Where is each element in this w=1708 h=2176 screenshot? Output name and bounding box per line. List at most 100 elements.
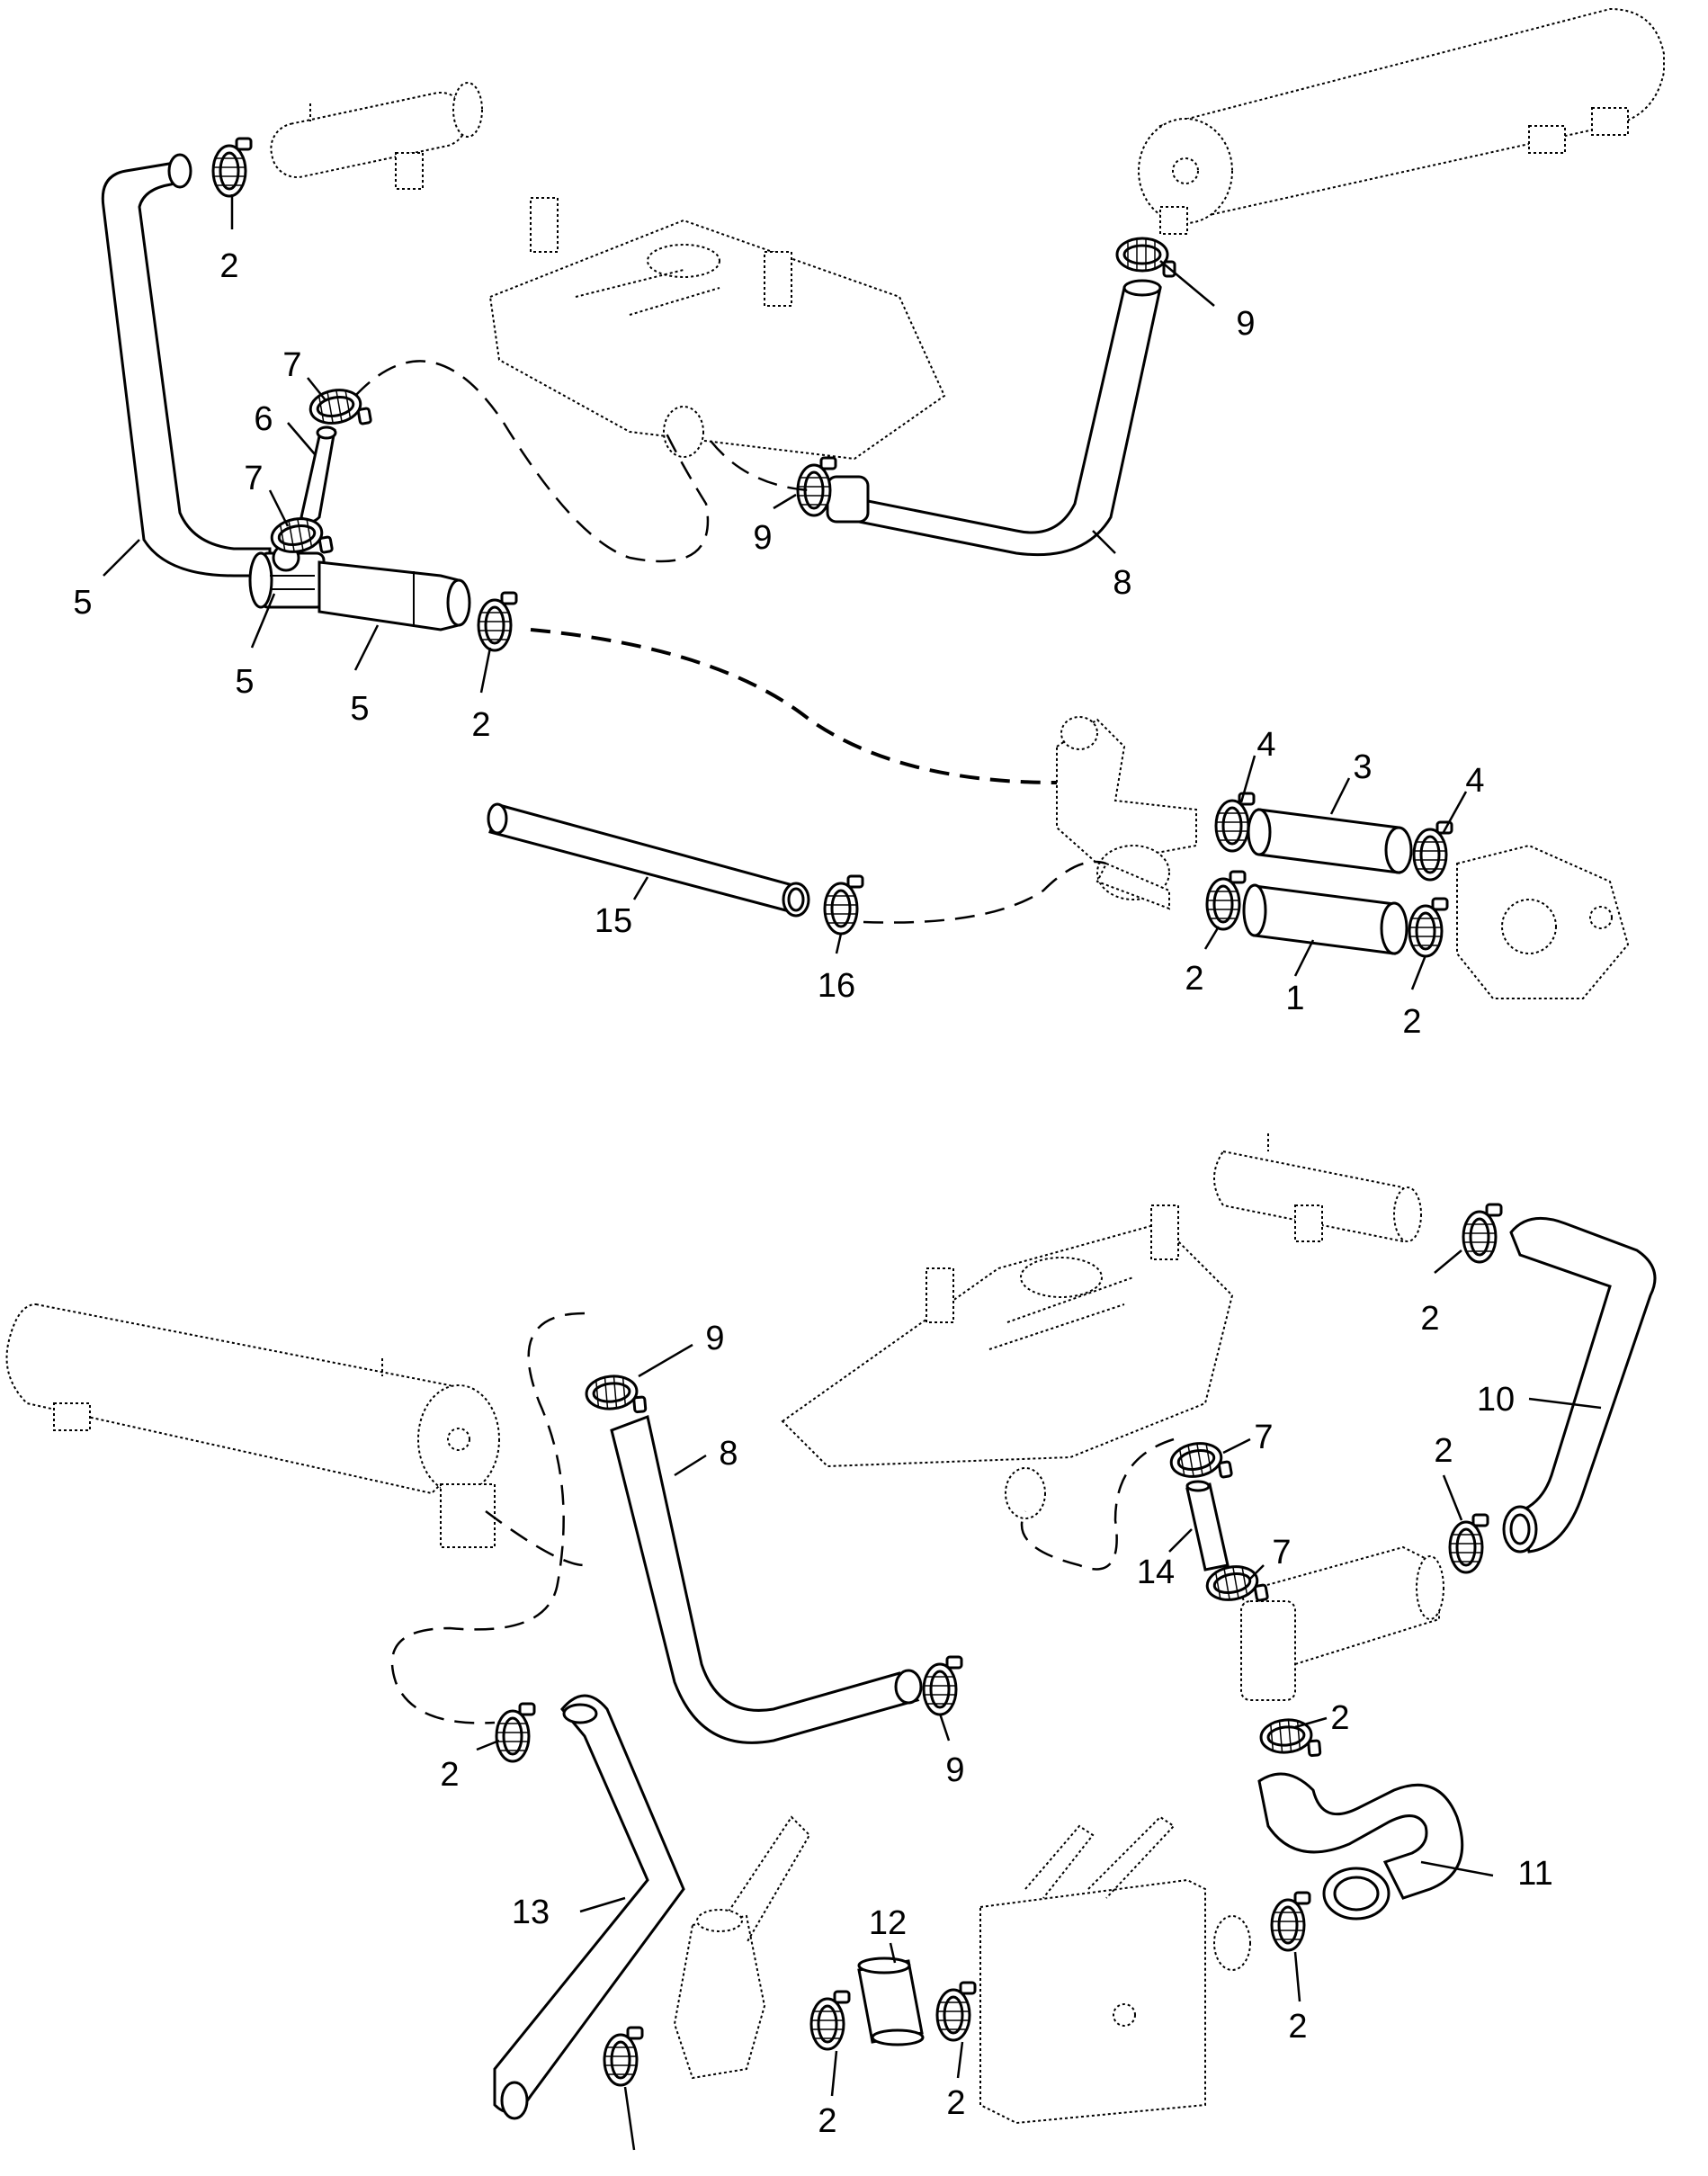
- tube-part-15: [487, 802, 810, 918]
- leader-upper-5b: [250, 593, 276, 649]
- callout-upper-7b: 7: [244, 460, 263, 497]
- leader-upper-9b: [773, 493, 797, 510]
- ghost-heat-exchanger-small-upper: [270, 82, 483, 190]
- callout-lower-2a: 2: [1420, 1300, 1439, 1338]
- callout-lower-7a: 7: [1254, 1419, 1273, 1456]
- callout-upper-16: 16: [818, 967, 855, 1005]
- clamp-lower-2d: [1270, 1891, 1311, 1952]
- leader-lower-10: [1528, 1397, 1602, 1410]
- leader-lower-2h: [956, 2041, 964, 2079]
- leader-upper-7b: [268, 489, 290, 527]
- clamp-upper-4a: [1214, 792, 1256, 853]
- clamp-lower-2e: [495, 1702, 536, 1763]
- clamp-lower-2f: [603, 2026, 644, 2087]
- callout-lower-11: 11: [1517, 1855, 1552, 1893]
- leader-lower-2d: [1293, 1951, 1301, 2002]
- callout-upper-7a: 7: [282, 346, 301, 384]
- tee-fitting-part-5: [248, 543, 326, 609]
- hose-part-13: [493, 1694, 685, 2120]
- callout-lower-10: 10: [1477, 1381, 1515, 1419]
- clamp-upper-2b: [477, 591, 518, 652]
- clamp-lower-9a: [584, 1372, 648, 1418]
- hose-part-11: [1257, 1772, 1464, 1921]
- callout-lower-9a: 9: [705, 1320, 724, 1357]
- callout-lower-7b: 7: [1272, 1534, 1291, 1572]
- leader-upper-5a: [103, 539, 140, 577]
- ghost-exhaust-manifold-lower: [781, 1204, 1234, 1519]
- callout-lower-12: 12: [869, 1904, 907, 1942]
- leader-lower-12: [889, 1942, 897, 1964]
- clamp-upper-4b: [1412, 820, 1453, 882]
- callout-upper-9a: 9: [1236, 305, 1255, 343]
- leader-upper-7a: [307, 377, 326, 401]
- leader-upper-2c: [1203, 926, 1221, 950]
- leader-upper-2b: [479, 647, 492, 694]
- leader-upper-15: [632, 876, 649, 900]
- leader-upper-8: [1092, 530, 1116, 554]
- hose-part-8-upper: [826, 279, 1162, 557]
- leader-upper-4a: [1239, 755, 1256, 803]
- callout-lower-2b: 2: [1434, 1432, 1453, 1470]
- callout-upper-8: 8: [1113, 564, 1131, 602]
- ghost-pump-lower: [673, 1815, 811, 2080]
- callout-upper-2d: 2: [1402, 1003, 1421, 1041]
- route-line-lower-b: [485, 1509, 586, 1567]
- clamp-upper-2c: [1205, 870, 1247, 931]
- clamp-lower-2g: [809, 1990, 851, 2051]
- callout-upper-5b: 5: [235, 663, 254, 701]
- callout-upper-5a: 5: [73, 584, 92, 622]
- upper-assembly: 2 9 7 6 7 5 5 5 2 9 8 4 3 4 15 16 2 1 2: [73, 7, 1665, 1041]
- callout-upper-9b: 9: [753, 519, 772, 557]
- callout-upper-2a: 2: [219, 247, 238, 285]
- leader-lower-8: [674, 1454, 707, 1477]
- clamp-upper-7a: [306, 383, 373, 434]
- ghost-heat-exchanger-large-lower: [5, 1303, 500, 1548]
- leader-upper-6: [287, 422, 316, 455]
- clamp-lower-2h: [935, 1981, 977, 2042]
- leader-lower-2f: [623, 2086, 636, 2151]
- callout-upper-5c: 5: [350, 690, 369, 728]
- callout-lower-2g: 2: [818, 2102, 836, 2140]
- callout-lower-14: 14: [1137, 1554, 1175, 1591]
- callout-lower-2f: 2: [946, 2084, 965, 2122]
- callout-upper-6: 6: [254, 400, 273, 438]
- callout-upper-4a: 4: [1256, 726, 1275, 764]
- callout-lower-8: 8: [719, 1435, 738, 1473]
- callout-upper-15: 15: [595, 902, 632, 940]
- leader-lower-2c: [1294, 1716, 1328, 1729]
- leader-upper-2d: [1410, 954, 1427, 990]
- hose-part-5-long: [101, 153, 272, 578]
- leader-lower-11: [1420, 1860, 1494, 1877]
- clamp-upper-2a: [211, 137, 253, 198]
- clamp-lower-2a: [1462, 1203, 1503, 1264]
- clamp-upper-16: [823, 874, 864, 936]
- leader-lower-2a: [1434, 1249, 1462, 1274]
- hose-part-14: [1185, 1480, 1230, 1572]
- callout-lower-13: 13: [512, 1894, 550, 1931]
- ghost-tee-housing-lower: [1239, 1545, 1444, 1701]
- hose-part-6: [300, 425, 337, 524]
- leader-lower-7a: [1222, 1437, 1251, 1455]
- clamp-upper-9a: [1115, 237, 1176, 278]
- leader-upper-1: [1293, 939, 1315, 977]
- leader-upper-5c: [353, 624, 380, 671]
- ghost-heat-exchanger-large-upper: [1138, 7, 1665, 235]
- leader-lower-2b: [1442, 1474, 1463, 1521]
- hose-part-1: [1242, 883, 1408, 955]
- clamp-upper-2d: [1408, 897, 1449, 958]
- route-line-upper-a: [354, 360, 710, 563]
- callout-upper-2b: 2: [471, 706, 490, 744]
- hose-part-10: [1502, 1216, 1657, 1554]
- leader-lower-9a: [638, 1343, 693, 1378]
- route-line-upper-c: [863, 860, 1107, 924]
- callout-upper-3: 3: [1353, 748, 1372, 786]
- leader-lower-9b: [938, 1713, 951, 1742]
- callout-upper-2c: 2: [1185, 960, 1203, 998]
- leader-upper-3: [1329, 777, 1351, 815]
- ghost-heat-exchanger-small-lower: [1213, 1133, 1422, 1243]
- leader-upper-4b: [1442, 791, 1468, 833]
- callout-lower-2e: 2: [440, 1756, 459, 1794]
- hose-part-12: [857, 1957, 925, 2046]
- clamp-lower-2b: [1448, 1513, 1489, 1574]
